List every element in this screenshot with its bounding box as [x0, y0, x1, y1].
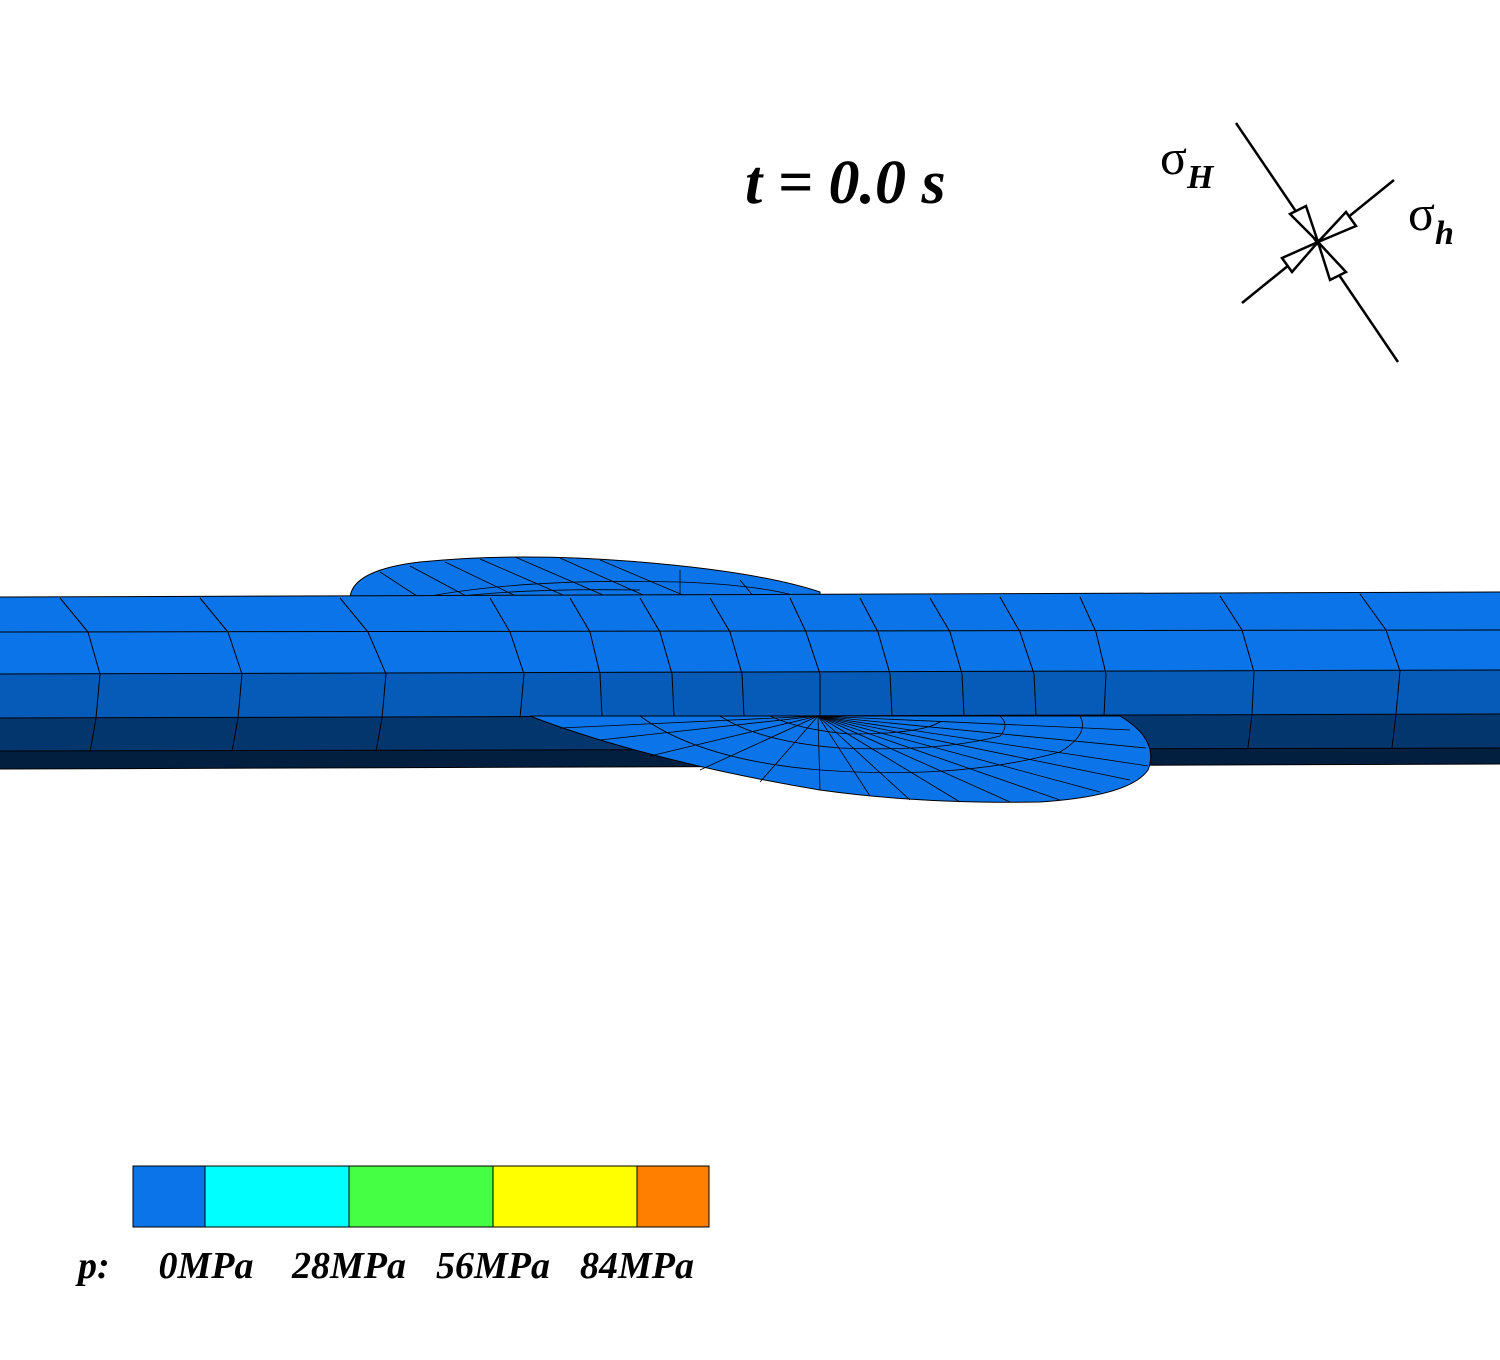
legend-tick-label: 84MPa — [580, 1245, 694, 1287]
sigma-h-arrow-lower — [1280, 240, 1319, 275]
legend-title: p: — [78, 1245, 110, 1287]
legend-tick-label: 28MPa — [292, 1245, 406, 1287]
legend-tick-label: 56MPa — [436, 1245, 550, 1287]
sigma-H-label: σH — [1160, 129, 1214, 196]
fracture-mesh-radials — [559, 715, 1149, 803]
sigma-H-arrow-upper — [1287, 204, 1320, 243]
legend-color-cell — [492, 1165, 638, 1228]
time-label: t = 0.0 s — [745, 149, 946, 217]
fracture-lower-wing — [529, 715, 1152, 803]
legend-color-cell — [132, 1165, 206, 1228]
fracture-upper-wing — [349, 556, 821, 601]
sigma-h-label: σh — [1408, 185, 1454, 252]
pressure-legend-colorbar — [132, 1165, 710, 1228]
legend-color-cell — [348, 1165, 494, 1228]
sigma-h-arrow-upper — [1317, 210, 1358, 244]
sigma-H-arrow-lower — [1316, 241, 1349, 282]
legend-tick-label: 0MPa — [158, 1245, 254, 1287]
stress-direction-indicator — [1234, 122, 1400, 363]
legend-color-cell — [204, 1165, 350, 1228]
legend-color-cell — [636, 1165, 710, 1228]
